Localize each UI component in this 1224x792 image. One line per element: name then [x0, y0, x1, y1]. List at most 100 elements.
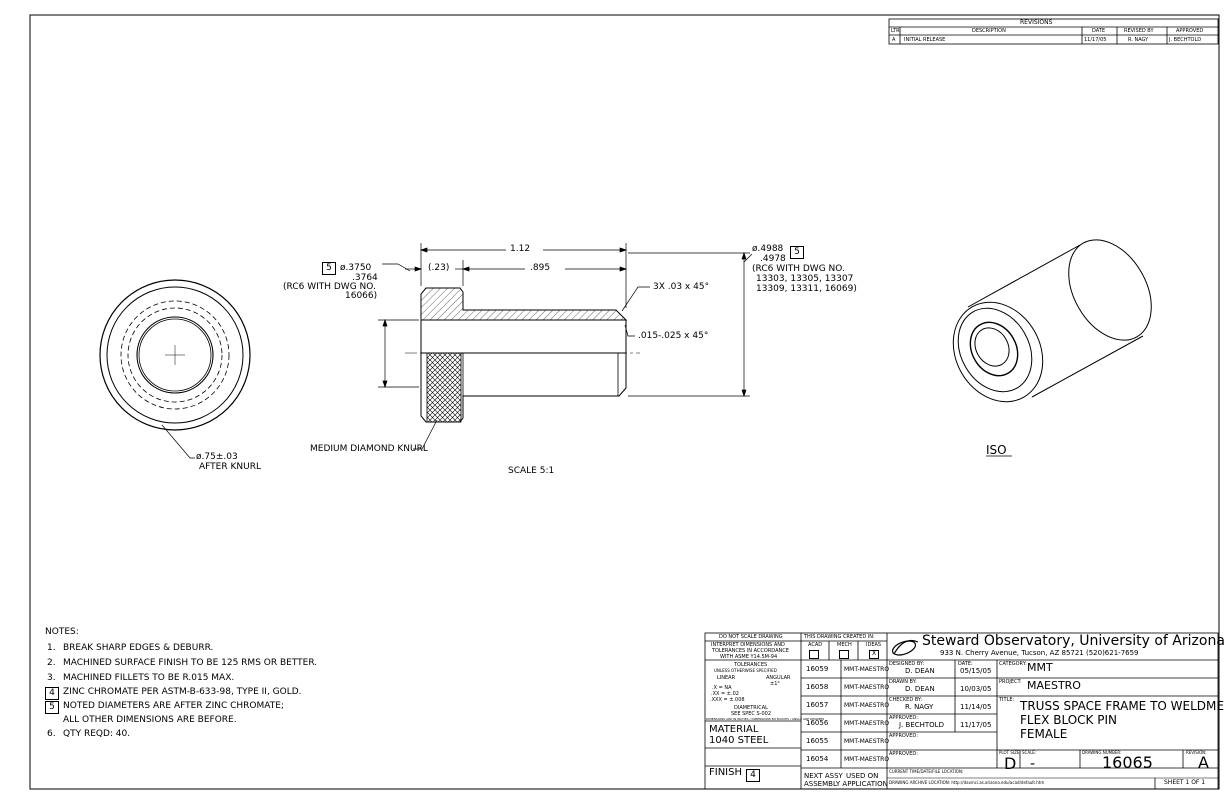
dim-bore-dia-top: ø.3750 — [340, 263, 372, 273]
drawing-number-value: 16065 — [1102, 753, 1153, 772]
dim-overall-length: 1.12 — [510, 244, 531, 254]
tolerances-title: TOLERANCES — [734, 662, 768, 668]
dim-od-note-1: (RC6 WITH DWG NO. — [752, 264, 845, 274]
finish-tag: 4 — [746, 769, 760, 782]
title-line-3: FEMALE — [1020, 727, 1068, 741]
checked-date: 11/14/05 — [960, 703, 992, 711]
used-row-2-name: MMT-MAESTRO — [844, 684, 890, 691]
checked-by-label: CHECKED BY: — [889, 697, 923, 703]
checkbox-ideas: X — [869, 650, 879, 659]
dim-bore-note-1: (RC6 WITH DWG NO. — [283, 282, 376, 292]
used-row-3-name: MMT-MAESTRO — [844, 702, 890, 709]
plot-size-label: PLOT SIZE — [999, 750, 1020, 755]
checked-by-value: R. NAGY — [905, 703, 934, 711]
project-label: PROJECT: — [999, 679, 1022, 685]
tol-x: .X = NA — [712, 685, 732, 691]
revision-row-approved: J. BECHTOLD — [1169, 37, 1202, 43]
dimension-lines — [378, 243, 753, 450]
scale-value-tb: - — [1030, 756, 1036, 772]
assembly-application: ASSEMBLY APPLICATION — [804, 780, 888, 788]
designed-by-value: D. DEAN — [905, 667, 935, 675]
tol-xxx: .XXX = ±.008 — [710, 697, 745, 703]
dim-flange-thickness: (.23) — [428, 263, 450, 273]
iso-view — [952, 239, 1152, 403]
checkbox-acad — [809, 650, 819, 659]
dim-chamfer-inner: .015-.025 x 45° — [638, 331, 709, 341]
title-line-1: TRUSS SPACE FRAME TO WELDMENT — [1020, 699, 1224, 713]
dim-shank-length: .895 — [530, 263, 551, 273]
note-6-text: QTY REQD: 40. — [63, 729, 131, 739]
note-2-num: 2. — [47, 658, 56, 668]
revisions-header-revised-by: REVISED BY — [1124, 28, 1154, 34]
note-2-text: MACHINED SURFACE FINISH TO BE 125 RMS OR… — [63, 658, 318, 668]
title-label: TITLE: — [999, 697, 1015, 703]
approved-label-1: APPROVED: — [889, 715, 918, 721]
angular-label: ANGULAR — [766, 675, 791, 681]
interpret-line-3: WITH ASME Y14.5M-94 — [720, 654, 778, 660]
dim-knurl-dia: ø.75±.03 — [196, 452, 238, 462]
material-label: MATERIAL — [709, 724, 759, 735]
next-assy-label: NEXT ASSY — [804, 772, 843, 780]
used-row-6-name: MMT-MAESTRO — [844, 756, 890, 763]
unless-specified: UNLESS OTHERWISE SPECIFIED — [714, 668, 777, 673]
see-spec: SEE SPEC S-002 — [731, 711, 772, 717]
material-value: 1040 STEEL — [709, 735, 769, 746]
drawing-number-label: DRAWING NUMBER: — [1082, 750, 1122, 755]
linear-label: LINEAR — [717, 675, 736, 681]
option-ideas: IDEAS — [866, 642, 882, 648]
tol-xx: .XX = ±.02 — [711, 691, 739, 697]
note-3-num: 3. — [47, 673, 56, 683]
interpret-line-2: TOLERANCES IN ACCORDANCE — [712, 648, 789, 654]
units-fine-print: DIMENSIONS ARE IN INCHES / DIMENSIONS EN… — [706, 717, 825, 721]
used-row-1-name: MMT-MAESTRO — [844, 666, 890, 673]
revision-row-description: INITIAL RELEASE — [904, 37, 946, 43]
drawn-by-label: DRAWN BY: — [889, 679, 917, 685]
revisions-header-approved: APPROVED — [1176, 28, 1204, 34]
used-row-2-num: 16058 — [806, 683, 829, 691]
do-not-scale: DO NOT SCALE DRAWING — [719, 634, 783, 640]
dim-od-note-2: 13303, 13305, 13307 — [756, 274, 854, 284]
dim-bore-dia-bottom: .3764 — [352, 273, 378, 283]
note-6-num: 6. — [47, 729, 56, 739]
revision-row-date: 11/17/05 — [1084, 37, 1107, 43]
used-row-1-num: 16059 — [806, 665, 829, 673]
used-row-6-num: 16054 — [806, 755, 829, 763]
dim-bore-note-2: 16066) — [345, 291, 378, 301]
approved-date: 11/17/05 — [960, 721, 992, 729]
revision-row-revised-by: R. NAGY — [1128, 37, 1149, 43]
tolerance-grid — [704, 632, 1219, 790]
note-5-text: NOTED DIAMETERS ARE AFTER ZINC CHROMATE; — [63, 701, 284, 711]
dim-od-dia-bottom: .4978 — [760, 254, 786, 264]
scale-label: SCALE 5:1 — [508, 466, 555, 476]
used-row-3-num: 16057 — [806, 701, 829, 709]
sheet-border — [29, 14, 1220, 790]
note-5-tag: 5 — [45, 701, 59, 714]
title-line-2: FLEX BLOCK PIN — [1020, 713, 1117, 727]
revisions-header-description: DESCRIPTION — [972, 28, 1006, 34]
knurl-label: MEDIUM DIAMOND KNURL — [310, 444, 428, 454]
drawn-by-value: D. DEAN — [905, 685, 935, 693]
current-time-label: CURRENT TIME/DATE/FILE LOCATION: — [889, 769, 964, 774]
note-tag-5-bore: 5 — [322, 262, 336, 275]
used-on-label: USED ON — [846, 772, 879, 780]
checkbox-mech — [839, 650, 849, 659]
diametrical-label: DIAMETRICAL — [734, 705, 768, 711]
plot-size-value: D — [1004, 754, 1017, 773]
option-acad: ACAD — [808, 642, 823, 648]
notes-title: NOTES: — [45, 627, 79, 637]
org-address: 933 N. Cherry Avenue, Tucson, AZ 85721 (… — [940, 649, 1139, 657]
observatory-logo — [891, 639, 919, 656]
note-4-tag: 4 — [45, 687, 59, 700]
used-row-5-name: MMT-MAESTRO — [844, 738, 890, 745]
revision-value: A — [1198, 753, 1209, 772]
note-1-text: BREAK SHARP EDGES & DEBURR. — [63, 643, 214, 653]
iso-label: ISO — [986, 443, 1007, 457]
revisions-header-ltr: LTR — [891, 28, 900, 34]
revision-row-ltr: A — [892, 37, 896, 43]
revision-label: REVISION: — [1186, 750, 1207, 755]
category-value: MMT — [1027, 661, 1053, 674]
dim-od-dia-top: ø.4988 — [752, 244, 784, 254]
used-row-5-num: 16055 — [806, 737, 829, 745]
scale-label-tb: SCALE: — [1022, 750, 1037, 755]
